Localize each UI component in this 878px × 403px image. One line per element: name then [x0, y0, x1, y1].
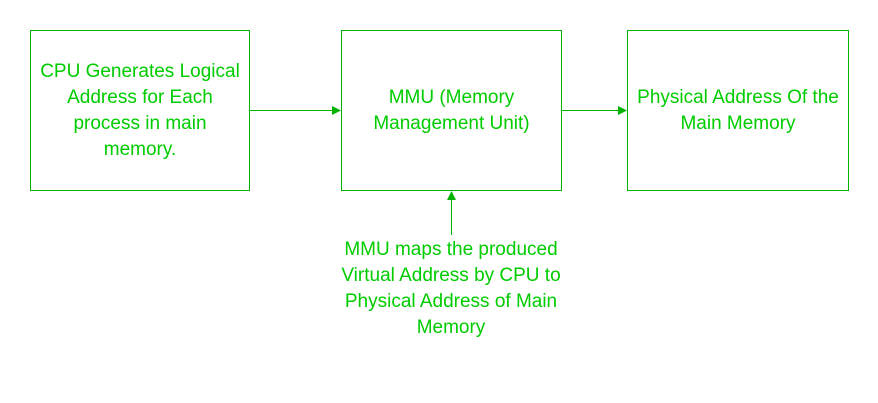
- mmu-mapping-note: MMU maps the produced Virtual Address by…: [341, 239, 561, 338]
- physical-address-box-label: Physical Address Of the Main Memory: [637, 86, 839, 134]
- arrowhead-up-mmu: [447, 191, 456, 200]
- arrowhead-mmu: [332, 106, 341, 115]
- physical-address-box: Physical Address Of the Main Memory: [627, 30, 849, 191]
- cpu-box: CPU Generates Logical Address for Each p…: [30, 30, 250, 191]
- arrowhead-physical: [618, 106, 627, 115]
- mmu-box: MMU (Memory Management Unit): [341, 30, 562, 191]
- cpu-box-label: CPU Generates Logical Address for Each p…: [40, 60, 240, 160]
- mmu-box-label: MMU (Memory Management Unit): [373, 86, 530, 134]
